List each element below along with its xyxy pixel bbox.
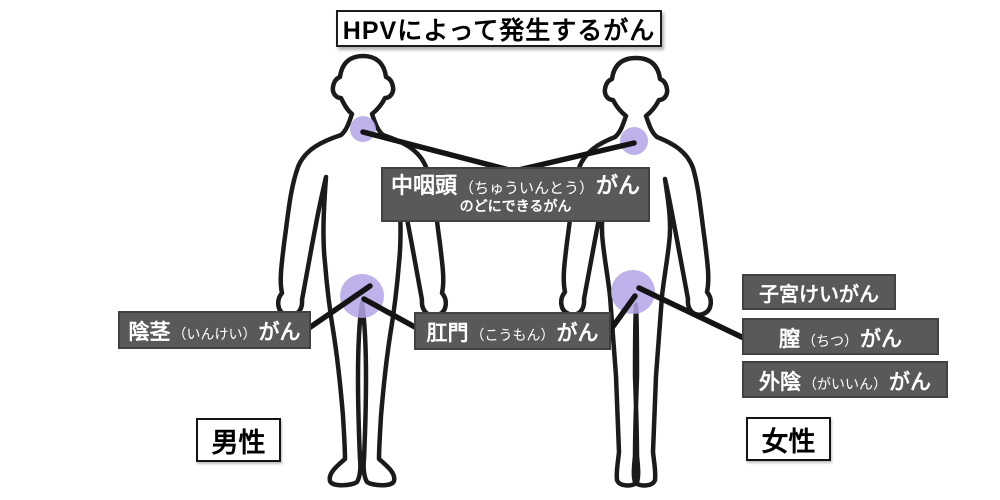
- penis-main-text: 陰茎: [128, 321, 171, 344]
- female-caption: 女性: [746, 417, 831, 461]
- label-cervical-cancer: 子宮けいがん: [742, 274, 896, 310]
- penis-reading-text: （いんけい）: [172, 326, 257, 342]
- male-throat-dot: [350, 116, 376, 142]
- penis-suffix-text: がん: [258, 321, 301, 344]
- anus-main-text: 肛門: [426, 322, 469, 345]
- diagram-title: HPVによって発生するがん: [336, 10, 662, 47]
- label-oropharyngeal-cancer: 中咽頭 （ちゅういんとう） がん のどにできるがん: [381, 167, 650, 222]
- connector-male-pelvis-to-penis-label: [306, 283, 373, 331]
- label-anal-cancer: 肛門 （こうもん） がん: [414, 312, 611, 350]
- anus-suffix-text: がん: [556, 322, 599, 345]
- oropharynx-main-text: 中咽頭: [390, 173, 457, 198]
- oropharynx-suffix-text: がん: [596, 173, 641, 198]
- label-vaginal-cancer: 膣 （ちつ） がん: [742, 318, 939, 355]
- label-penile-cancer: 陰茎 （いんけい） がん: [118, 311, 311, 349]
- male-pelvis-dot: [340, 274, 384, 318]
- vulva-suffix-text: がん: [889, 371, 931, 394]
- vulva-reading-text: （がいいん）: [803, 376, 887, 392]
- vulva-main-text: 外陰: [759, 371, 801, 394]
- connector-female-throat-to-oropharynx-label: [511, 140, 637, 174]
- oropharynx-label-row: 中咽頭 （ちゅういんとう） がん: [390, 173, 641, 198]
- connector-female-pelvis-to-anus-label: [606, 293, 638, 335]
- vagina-reading-text: （ちつ）: [802, 333, 858, 349]
- female-pelvis-dot: [611, 270, 655, 314]
- oropharynx-reading-text: （ちゅういんとう）: [458, 180, 594, 197]
- vagina-main-text: 膣: [779, 328, 800, 351]
- label-vulvar-cancer: 外陰 （がいいん） がん: [742, 361, 948, 398]
- vagina-suffix-text: がん: [860, 328, 902, 351]
- oropharynx-note-text: のどにできるがん: [459, 198, 572, 215]
- male-body-outline: [276, 53, 448, 488]
- male-caption: 男性: [196, 418, 281, 462]
- connector-male-throat-to-oropharynx-label: [360, 129, 516, 174]
- connector-female-pelvis-to-vagina-label: [636, 285, 753, 344]
- anus-reading-text: （こうもん）: [470, 327, 555, 343]
